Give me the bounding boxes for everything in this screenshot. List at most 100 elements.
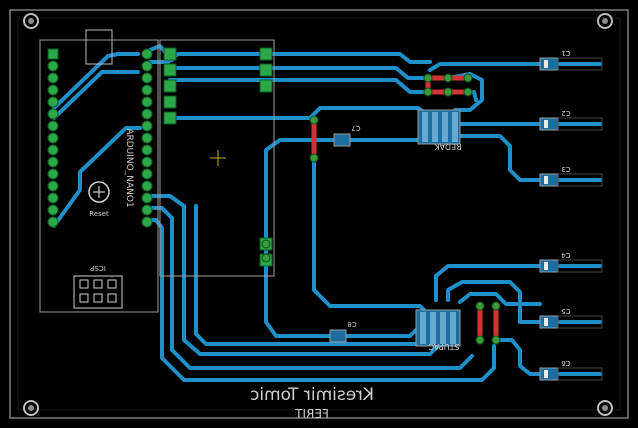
nano-pin [47, 192, 59, 204]
reset-button-icon [88, 181, 110, 203]
trace [148, 206, 474, 370]
cap-c8: C8 [329, 320, 357, 343]
trace [52, 70, 140, 120]
trace [148, 218, 496, 382]
nano-pin [47, 84, 59, 96]
trace [446, 280, 547, 324]
cap-c7-label: C7 [351, 124, 360, 132]
trace [52, 52, 140, 110]
arduino-nano-footprint: Reset ARDUINO_NANO1 ICSP [39, 29, 159, 313]
cap-outline [557, 173, 603, 187]
trace [310, 128, 430, 142]
nano-pin [47, 168, 59, 180]
module-pad [259, 79, 273, 93]
module-pad [163, 95, 177, 109]
nano-pin [47, 72, 59, 84]
trace [148, 194, 442, 356]
nano-pin [47, 204, 59, 216]
cap-body [539, 315, 559, 329]
nano-pin [141, 96, 153, 108]
mounting-hole-icon [23, 400, 39, 416]
nano-pin [47, 60, 59, 72]
nano-pin [141, 120, 153, 132]
cap-marker [544, 370, 548, 378]
nano-pin [47, 156, 59, 168]
icsp-pins [79, 279, 117, 303]
cap-c6-label: C6 [561, 359, 571, 367]
module-pad [163, 111, 177, 125]
cap-outline [557, 57, 603, 71]
cap-outline [557, 315, 603, 329]
nano-pin [47, 120, 59, 132]
crosshair-icon [210, 150, 226, 166]
reset-label: Reset [89, 210, 109, 218]
cap-c4-label: C4 [561, 251, 571, 259]
cap-c2: C2 [539, 109, 603, 131]
trace [428, 62, 547, 72]
nano-pin [141, 192, 153, 204]
icsp-header-outline [73, 275, 123, 309]
trace [494, 338, 547, 376]
nano-pin [141, 60, 153, 72]
cap-c5-label: C5 [561, 307, 570, 315]
nano-pin [47, 180, 59, 192]
vias [261, 73, 501, 345]
arduino-label: ARDUINO_NANO1 [124, 128, 134, 207]
trace [194, 204, 422, 346]
trace [453, 134, 547, 182]
redak-label: REDAK [434, 142, 462, 151]
cap-c7: C7 [333, 124, 361, 147]
cap-c3-label: C3 [561, 165, 570, 173]
trace [52, 126, 142, 228]
trace [168, 66, 428, 80]
jumpers [311, 75, 499, 343]
cap-c4: C4 [539, 251, 603, 273]
cap-body [539, 57, 559, 71]
author-label: Kresimir Tomic [250, 385, 374, 405]
institution-label: FERIT [294, 407, 328, 421]
cap-outline [557, 367, 603, 381]
module-pad [163, 79, 177, 93]
cap-outline [557, 259, 603, 273]
traces [52, 44, 602, 382]
cap-c1-label: C1 [561, 49, 570, 57]
trace [458, 292, 542, 306]
module-pad [163, 63, 177, 77]
module-footprint [159, 39, 275, 277]
redak-chip: REDAK [417, 109, 462, 151]
mounting-hole-icon [597, 400, 613, 416]
mounting-hole-icon [23, 13, 39, 29]
board-outline [9, 9, 629, 419]
cap-c6: C6 [539, 359, 603, 381]
trace [264, 138, 422, 338]
nano-pin [141, 108, 153, 120]
cap-body [539, 117, 559, 131]
board-keepout [17, 17, 621, 411]
stupac-label: STUPAC [428, 342, 459, 351]
nano-pin [141, 48, 153, 60]
nano-pin [141, 72, 153, 84]
trace [148, 52, 432, 64]
nano-pin [141, 216, 153, 228]
cap-body [539, 259, 559, 273]
cap-c5: C5 [539, 307, 603, 329]
mounting-hole-icon [597, 13, 613, 29]
stupac-chip: STUPAC [415, 309, 461, 351]
cap-c3: C3 [539, 165, 603, 187]
nano-pin [141, 156, 153, 168]
nano-pin [47, 108, 59, 120]
nano-pin [141, 204, 153, 216]
cap-outline [557, 117, 603, 131]
nano-pin [47, 144, 59, 156]
trace [168, 78, 430, 94]
cap-marker [544, 120, 548, 128]
nano-pin [47, 96, 59, 108]
module-pad [259, 47, 273, 61]
cap-marker [544, 60, 548, 68]
icsp-label: ICSP [90, 264, 106, 272]
trace [168, 106, 432, 120]
nano-pin [47, 132, 59, 144]
nano-pin [141, 132, 153, 144]
